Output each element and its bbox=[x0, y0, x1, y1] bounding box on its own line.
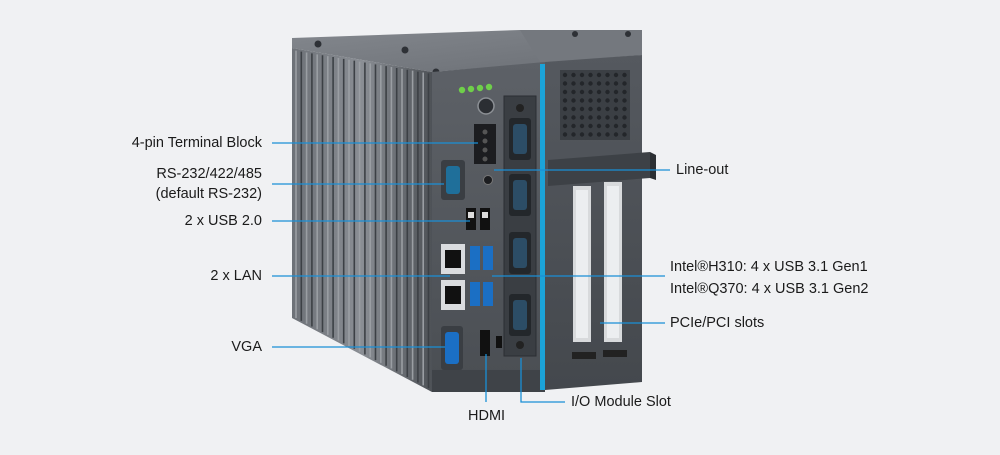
label-usb20: 2 x USB 2.0 bbox=[184, 213, 262, 229]
callout-io-module bbox=[520, 358, 565, 403]
terminal-block bbox=[474, 124, 496, 164]
vga-port bbox=[441, 326, 463, 370]
accent-stripe bbox=[540, 64, 545, 390]
label-terminal-block: 4-pin Terminal Block bbox=[131, 135, 262, 151]
label-hdmi: HDMI bbox=[468, 408, 506, 424]
io-module bbox=[503, 95, 537, 357]
label-lan: 2 x LAN bbox=[210, 268, 262, 284]
label-usb31-q370: Intel®Q370: 4 x USB 3.1 Gen2 bbox=[670, 281, 869, 297]
label-vga: VGA bbox=[231, 339, 262, 355]
label-rs232-line2: (default RS-232) bbox=[155, 186, 262, 202]
lan-ports bbox=[441, 244, 465, 310]
line-out-jack-icon bbox=[483, 175, 493, 185]
heatsink-fins bbox=[292, 48, 432, 392]
label-line-out: Line-out bbox=[676, 162, 729, 178]
com-port-main bbox=[441, 160, 465, 200]
hdmi-port bbox=[480, 330, 490, 356]
status-leds bbox=[458, 83, 493, 94]
expansion-box bbox=[545, 55, 656, 390]
label-rs232-line1: RS-232/422/485 bbox=[156, 166, 262, 182]
usb31-ports bbox=[470, 246, 493, 306]
power-button-icon bbox=[477, 97, 495, 115]
label-usb31-h310: Intel®H310: 4 x USB 3.1 Gen1 bbox=[670, 259, 868, 275]
label-pcie-pci-slots: PCIe/PCI slots bbox=[670, 315, 765, 331]
label-io-module-slot: I/O Module Slot bbox=[571, 394, 671, 410]
callout-lines bbox=[272, 142, 670, 403]
usb20-ports bbox=[466, 208, 490, 230]
